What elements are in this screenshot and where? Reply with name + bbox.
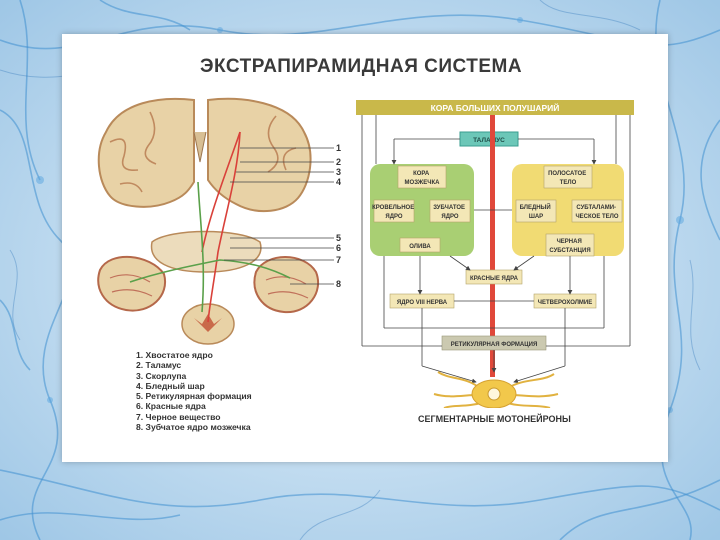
marker-5: 5 [336,233,341,243]
cerebellum-cortex-label-2: МОЗЖЕЧКА [405,180,441,186]
roof-nucleus-label-2: ЯДРО [385,214,403,220]
brain-section-illustration: 1 2 3 4 5 6 7 8 [90,92,352,348]
midbrain-section [152,232,261,273]
marker-3: 3 [336,167,341,177]
quadrigemina-label: ЧЕТВЕРОХОЛМИЕ [538,300,592,306]
striatum-label-1: ПОЛОСАТОЕ [548,171,586,177]
marker-6: 6 [336,243,341,253]
cerebellum-left [98,257,165,311]
marker-1: 1 [336,143,341,153]
subthalamic-label-2: ЧЕСКОЕ ТЕЛО [575,214,618,220]
cerebellum-right [254,257,318,312]
marker-7: 7 [336,255,341,265]
cortex-label: КОРА БОЛЬШИХ ПОЛУШАРИЙ [431,102,560,113]
legend-item: 3. Скорлупа [136,371,252,381]
legend-item: 6. Красные ядра [136,401,252,411]
pathway-diagram: КОРА БОЛЬШИХ ПОЛУШАРИЙ ТАЛАМУС КОРА МОЗЖ… [354,96,638,408]
subthalamic-label-1: СУБТАЛАМИ- [576,205,616,211]
legend-item: 5. Ретикулярная формация [136,391,252,401]
red-nuclei-label: КРАСНЫЕ ЯДРА [470,276,519,282]
legend-item: 8. Зубчатое ядро мозжечка [136,422,252,432]
marker-2: 2 [336,157,341,167]
substantia-nigra-label-1: ЧЕРНАЯ [557,239,582,245]
legend-item: 1. Хвостатое ядро [136,350,252,360]
left-hemisphere [99,99,194,207]
motoneuron-icon [434,372,558,408]
thalamus-label: ТАЛАМУС [473,137,505,144]
vestibular-nucleus-label: ЯДРО VIII НЕРВА [397,300,448,306]
right-hemisphere [208,99,311,211]
legend-item: 7. Черное вещество [136,412,252,422]
roof-nucleus-label-1: КРОВЕЛЬНОЕ [372,205,414,211]
marker-8: 8 [336,279,341,289]
ventricle [194,132,206,162]
reticular-formation-label: РЕТИКУЛЯРНАЯ ФОРМАЦИЯ [451,342,538,348]
cerebellum-cortex-label-1: КОРА [413,171,430,177]
dentate-nucleus-label-2: ЯДРО [441,214,459,220]
substantia-nigra-label-2: СУБСТАНЦИЯ [549,248,590,254]
marker-4: 4 [336,177,341,187]
pallidum-label-1: БЛЕДНЫЙ [520,203,551,211]
striatum-label-2: ТЕЛО [560,180,577,186]
olive-label: ОЛИВА [409,244,431,250]
pallidum-label-2: ШАР [529,214,543,220]
legend-item: 2. Таламус [136,360,252,370]
legend-list: 1. Хвостатое ядро 2. Таламус 3. Скорлупа… [136,350,252,432]
slide-title: ЭКСТРАПИРАМИДНАЯ СИСТЕМА [0,56,720,78]
motoneurons-label: СЕГМЕНТАРНЫЕ МОТОНЕЙРОНЫ [418,414,571,424]
dentate-nucleus-label-1: ЗУБЧАТОЕ [433,205,465,211]
legend-item: 4. Бледный шар [136,381,252,391]
